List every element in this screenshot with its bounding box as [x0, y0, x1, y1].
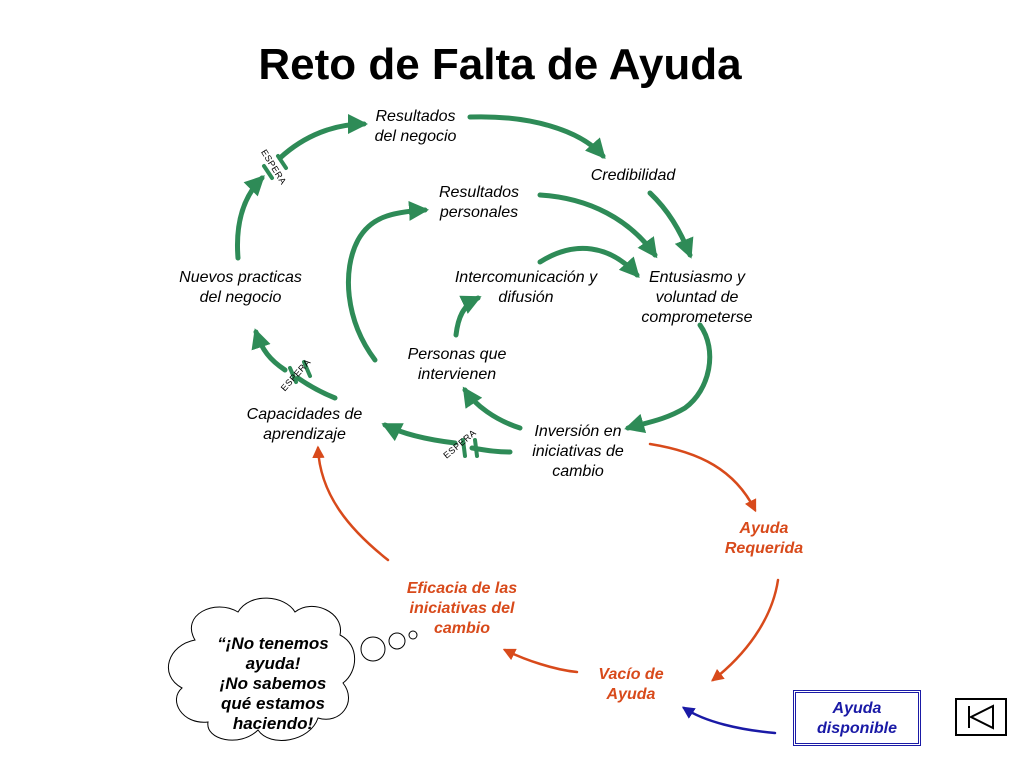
arrow-intercom-to-entusiasmo: [537, 246, 640, 278]
node-inversion: Inversión en iniciativas de cambio: [532, 423, 624, 480]
arrow-capacidades-to-personales: [345, 200, 429, 363]
arrow-personas-to-intercom: [453, 295, 482, 338]
arrow-capacidades-to-espera: [295, 375, 338, 401]
thought-cloud: [167, 597, 418, 741]
arrow-inversion-to-requerida: [648, 442, 757, 513]
arrow-personales-to-entusiasmo: [537, 192, 658, 259]
delay-mark-top: [262, 164, 274, 180]
node-ayuda-requerida: Ayuda Requerida: [724, 520, 804, 557]
node-intercomunicacion: Intercomunicación y difusión: [454, 269, 598, 306]
thought-bubble-medium: [388, 632, 406, 650]
thought-bubble-small: [408, 630, 418, 640]
arrow-credibilidad-to-entusiasmo: [647, 190, 694, 259]
back-triangle-icon: [968, 704, 994, 730]
delay-mark-left-2: [302, 360, 312, 378]
node-resultados-personales: Resultados personales: [438, 184, 520, 221]
node-entusiasmo: Entusiasmo y voluntad de comprometerse: [641, 269, 753, 326]
delay-mark-top-2: [276, 154, 288, 170]
node-eficacia: Eficacia de las iniciativas del cambio: [406, 580, 518, 637]
arrow-negocio-to-credibilidad: [467, 114, 606, 159]
arrow-espera-to-capacidades: [381, 422, 458, 446]
arrow-entusiasmo-to-inversion: [624, 322, 713, 434]
node-personas: Personas que intervienen: [407, 346, 507, 383]
arrow-requerida-to-vacio: [711, 578, 780, 682]
back-button[interactable]: [955, 698, 1007, 736]
arrow-inversion-to-personas: [462, 386, 523, 431]
node-vacio: Vacío de Ayuda: [598, 666, 664, 703]
arrow-espera-to-negocio: [277, 114, 368, 161]
arrow-disponible-to-vacio: [681, 706, 777, 735]
arrow-eficacia-to-capacidades: [312, 445, 390, 562]
delay-mark-bottom: [461, 438, 467, 458]
arrow-espera-to-nuevas: [251, 328, 288, 373]
thought-bubble-large: [360, 636, 386, 662]
arrow-vacio-to-eficacia: [502, 648, 579, 674]
node-capacidades: Capacidades de aprendizaje: [246, 406, 363, 443]
delay-mark-bottom-2: [473, 438, 479, 458]
arrow-nuevas-to-espera: [234, 175, 265, 261]
delay-mark-left: [288, 366, 298, 384]
node-credibilidad: Credibilidad: [590, 167, 676, 184]
cloud-shape: [167, 597, 356, 741]
node-resultados-negocio: Resultados del negocio: [374, 108, 457, 145]
thought-text: “¡No tenemos ayuda! ¡No sabemos qué esta…: [217, 634, 329, 733]
page-title: Reto de Falta de Ayuda: [258, 40, 742, 89]
node-ayuda-disponible: Ayuda disponible: [793, 690, 921, 746]
node-nuevas-practicas: Nuevos practicas del negocio: [179, 269, 302, 306]
